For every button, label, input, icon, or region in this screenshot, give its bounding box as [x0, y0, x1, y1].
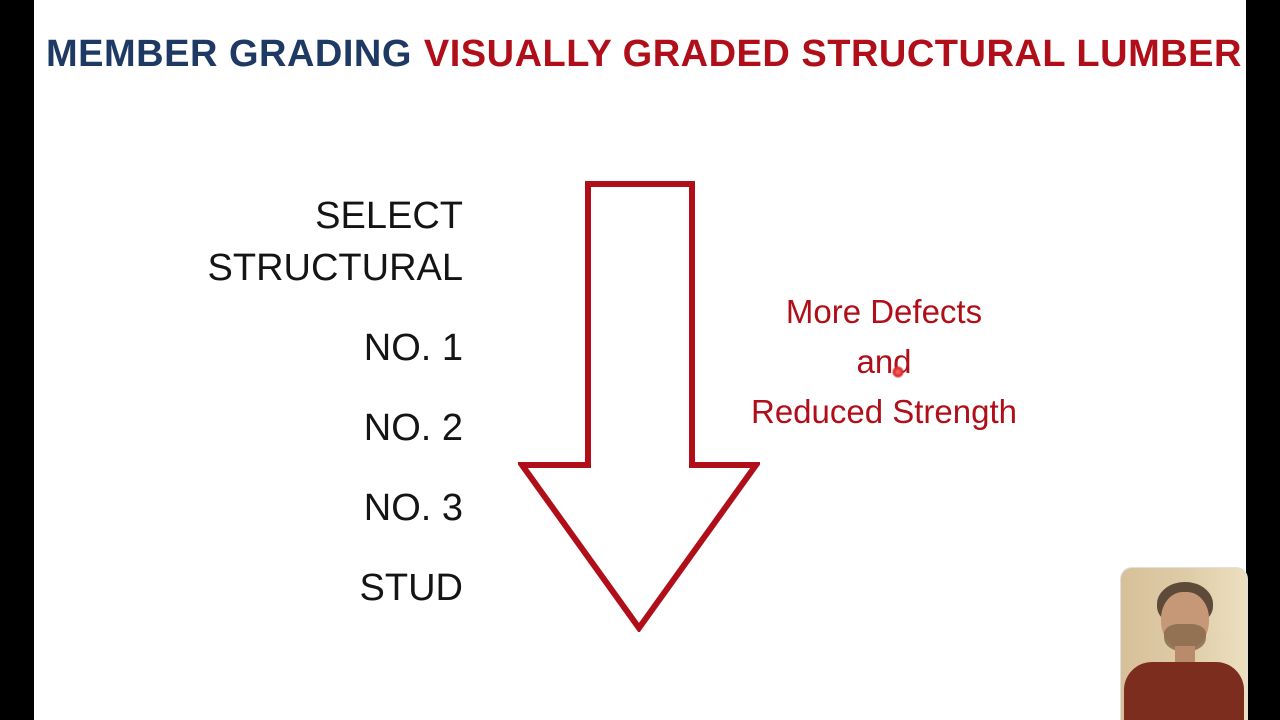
- annotation-line-3: Reduced Strength: [750, 393, 1017, 430]
- presenter-neck: [1175, 646, 1195, 666]
- downward-arrow-path: [516, 181, 762, 634]
- grade-no-3: NO. 3: [363, 487, 463, 529]
- letterbox-right: [1246, 0, 1280, 720]
- slide-title-member-grading: MEMBER GRADING: [46, 33, 412, 75]
- annotation-line-2: and: [856, 343, 912, 380]
- grade-no-1: NO. 1: [363, 327, 463, 369]
- laser-pointer-dot: [892, 366, 904, 378]
- presenter-shoulders: [1124, 662, 1244, 720]
- presenter-webcam-overlay: [1120, 567, 1248, 720]
- grade-select-structural: SELECT STRUCTURAL: [207, 195, 463, 289]
- lumber-grade-list: SELECT STRUCTURAL NO. 1 NO. 2 NO. 3 STUD: [175, 190, 463, 642]
- arrow-annotation: More Defects and Reduced Strength: [728, 287, 1040, 437]
- downward-arrow-icon: [516, 180, 762, 634]
- annotation-line-1: More Defects: [785, 293, 983, 330]
- slide-title-visually-graded: VISUALLY GRADED STRUCTURAL LUMBER: [423, 33, 1242, 75]
- grade-stud: STUD: [359, 567, 463, 609]
- letterbox-left: [0, 0, 34, 720]
- grade-no-2: NO. 2: [363, 407, 463, 449]
- slide-title: MEMBER GRADING VISUALLY GRADED STRUCTURAL…: [46, 33, 1242, 76]
